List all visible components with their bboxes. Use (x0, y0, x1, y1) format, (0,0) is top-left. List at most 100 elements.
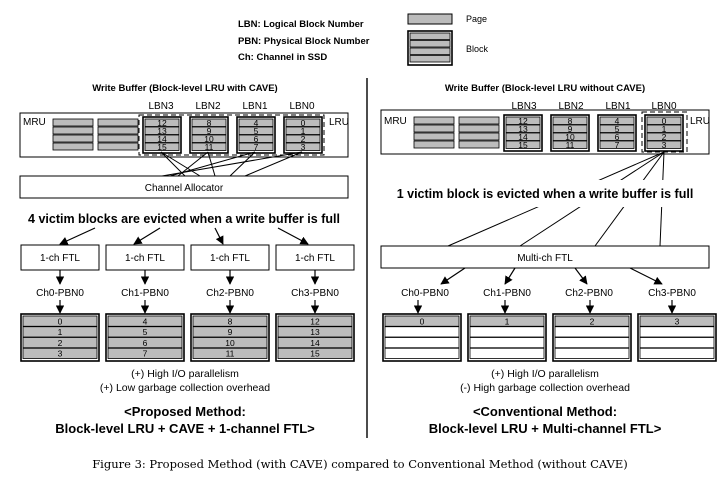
page-cell (22, 326, 98, 338)
page-number: 13 (310, 327, 320, 337)
page-number: 14 (518, 132, 528, 142)
page-number: 9 (207, 126, 212, 136)
right-pbn-down-arrows (413, 300, 677, 314)
multi-ch-ftl-label: Multi-ch FTL (517, 253, 573, 264)
page-cell (599, 116, 635, 125)
page-cell (22, 347, 98, 359)
page-number: 4 (143, 316, 148, 326)
right-pro-1: (+) High I/O parallelism (491, 368, 599, 380)
page-cell (192, 315, 268, 327)
page-cell (639, 347, 715, 359)
legend-page-swatch (407, 13, 453, 25)
page-number: 6 (254, 134, 259, 144)
page-cell (639, 326, 715, 338)
page-number: 15 (157, 142, 167, 152)
page-number: 10 (225, 338, 235, 348)
left-lru-label: LRU (329, 117, 349, 128)
page-number: 3 (301, 142, 306, 152)
page-number: 0 (420, 316, 425, 326)
page-cell (505, 140, 541, 149)
page-number: 3 (662, 140, 667, 150)
page-cell (646, 124, 682, 133)
ftl-label: 1-ch FTL (40, 253, 80, 264)
page-cell (238, 142, 274, 151)
ftl-label: 1-ch FTL (210, 253, 250, 264)
page-number: 4 (615, 116, 620, 126)
legend-pbn: PBN: Physical Block Number (238, 36, 370, 47)
page-number: 2 (590, 316, 595, 326)
page-cell (191, 126, 227, 135)
page-cell (192, 347, 268, 359)
page-number: 10 (204, 134, 214, 144)
page-number: 8 (207, 118, 212, 128)
page-cell (505, 124, 541, 133)
legend-block-label: Block (466, 44, 489, 54)
page-cell (285, 142, 321, 151)
left-lbn-label: LBN1 (242, 101, 267, 112)
page-number: 14 (157, 134, 167, 144)
legend-block-swatch (407, 30, 453, 66)
ftl-box-ch1 (105, 244, 185, 271)
page-number: 0 (301, 118, 306, 128)
ftl-label: 1-ch FTL (125, 253, 165, 264)
channel-allocator-label: Channel Allocator (145, 183, 224, 194)
page-cell (238, 134, 274, 143)
page-number: 3 (675, 316, 680, 326)
left-pbn-down-arrows (55, 300, 320, 314)
page-cell (552, 124, 588, 133)
left-block-connectors (160, 151, 303, 177)
page-cell (384, 315, 460, 327)
page-number: 15 (310, 349, 320, 359)
left-cave-selection (138, 114, 325, 156)
right-mru-label: MRU (384, 116, 407, 127)
page-cell (238, 126, 274, 135)
left-pbn-label: Ch1-PBN0 (121, 288, 169, 299)
page-number: 1 (301, 126, 306, 136)
legend-lbn: LBN: Logical Block Number (238, 19, 364, 30)
right-pbn-label: Ch3-PBN0 (648, 288, 696, 299)
left-pro-1: (+) High I/O parallelism (131, 368, 239, 380)
page-number: 6 (143, 338, 148, 348)
page-number: 7 (143, 349, 148, 359)
page-cell (192, 326, 268, 338)
page-number: 2 (58, 338, 63, 348)
flash-block: 0 (382, 313, 462, 362)
proposed-method-title: <Proposed Method: (124, 404, 246, 419)
left-pbn-label: Ch2-PBN0 (206, 288, 254, 299)
flash-block: 1 (467, 313, 547, 362)
right-pbn-label: Ch2-PBN0 (565, 288, 613, 299)
conventional-method-subtitle: Block-level LRU + Multi-channel FTL> (429, 421, 662, 436)
left-ftl-down-arrows (55, 270, 320, 285)
page-cell (599, 140, 635, 149)
page-cell (277, 347, 353, 359)
left-eviction-text: 4 victim blocks are evicted when a write… (28, 212, 340, 226)
ftl-box-ch3 (275, 244, 355, 271)
right-victim-selection (641, 111, 688, 153)
legend-ch: Ch: Channel in SSD (238, 52, 327, 63)
page-cell (554, 326, 630, 338)
page-cell (22, 315, 98, 327)
page-number: 12 (310, 316, 320, 326)
page-cell (554, 337, 630, 349)
page-cell (107, 347, 183, 359)
page-cell (22, 337, 98, 349)
left-lbn-label: LBN0 (289, 101, 314, 112)
page-number: 5 (254, 126, 259, 136)
page-cell (384, 337, 460, 349)
right-buffer-title: Write Buffer (Block-level LRU without CA… (445, 83, 645, 94)
page-cell (285, 118, 321, 127)
page-cell (505, 132, 541, 141)
multi-ch-ftl (380, 245, 710, 269)
page-number: 1 (58, 327, 63, 337)
page-number: 9 (568, 124, 573, 134)
